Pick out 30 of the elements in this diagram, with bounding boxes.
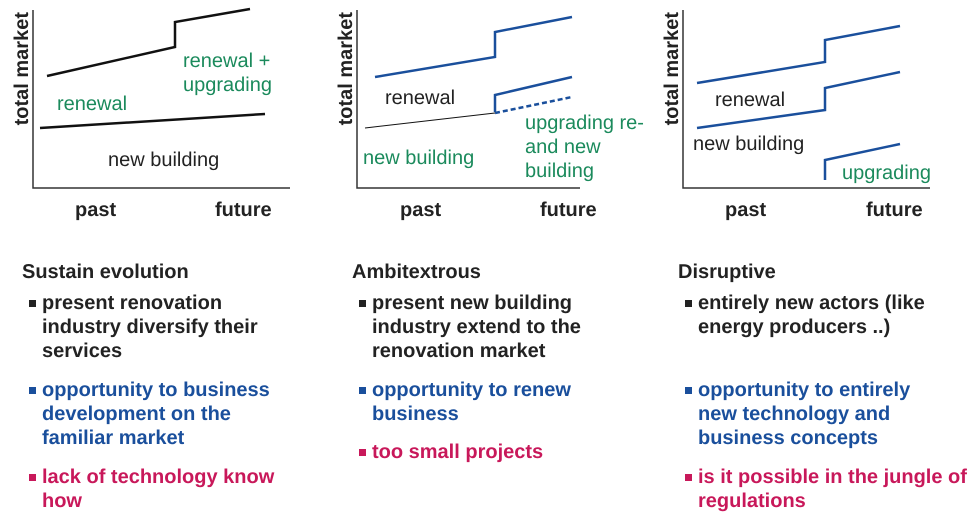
axis-label: future	[540, 198, 597, 222]
chart-annotation: new building	[363, 146, 474, 170]
y-axis-label: total market	[334, 12, 358, 126]
bullet-text: present new building industry extend to the renovation market	[372, 291, 582, 363]
chart-annotation: upgrading re-and new building	[525, 111, 645, 183]
bullet-text: opportunity to entirely new technology and business concepts	[698, 378, 912, 450]
bullet-text: lack of technology know how	[42, 465, 276, 513]
bullet-text: entirely new actors (like energy producers ..)	[698, 291, 926, 339]
section-heading: Ambitextrous	[352, 260, 481, 284]
chart-annotation: renewal	[385, 86, 456, 110]
axis-label: past	[75, 198, 116, 222]
chart-annotation: renewal + upgrading	[183, 49, 273, 97]
chart-annotation: upgrading	[842, 161, 931, 185]
y-axis-label: total market	[660, 12, 684, 126]
chart-annotation: new building	[108, 148, 220, 172]
y-axis-label: total market	[10, 12, 34, 126]
axis-label: past	[725, 198, 766, 222]
bullet-text: opportunity to renew business	[372, 378, 572, 426]
axis-label: future	[215, 198, 272, 222]
section-heading: Sustain evolution	[22, 260, 189, 284]
chart-annotation: renewal	[57, 92, 128, 116]
chart-annotation: renewal	[715, 88, 786, 112]
bullet-text: too small projects	[372, 440, 544, 464]
section-heading: Disruptive	[678, 260, 776, 284]
axis-label: past	[400, 198, 442, 222]
chart-annotation: new building	[693, 132, 804, 156]
axis-label: future	[866, 198, 923, 222]
bullet-text: opportunity to business development on the familiar market	[42, 378, 271, 450]
bullet-text: present renovation industry diversify their services	[42, 291, 259, 363]
bullet-text: is it possible in the jungle of regulations	[698, 465, 968, 513]
